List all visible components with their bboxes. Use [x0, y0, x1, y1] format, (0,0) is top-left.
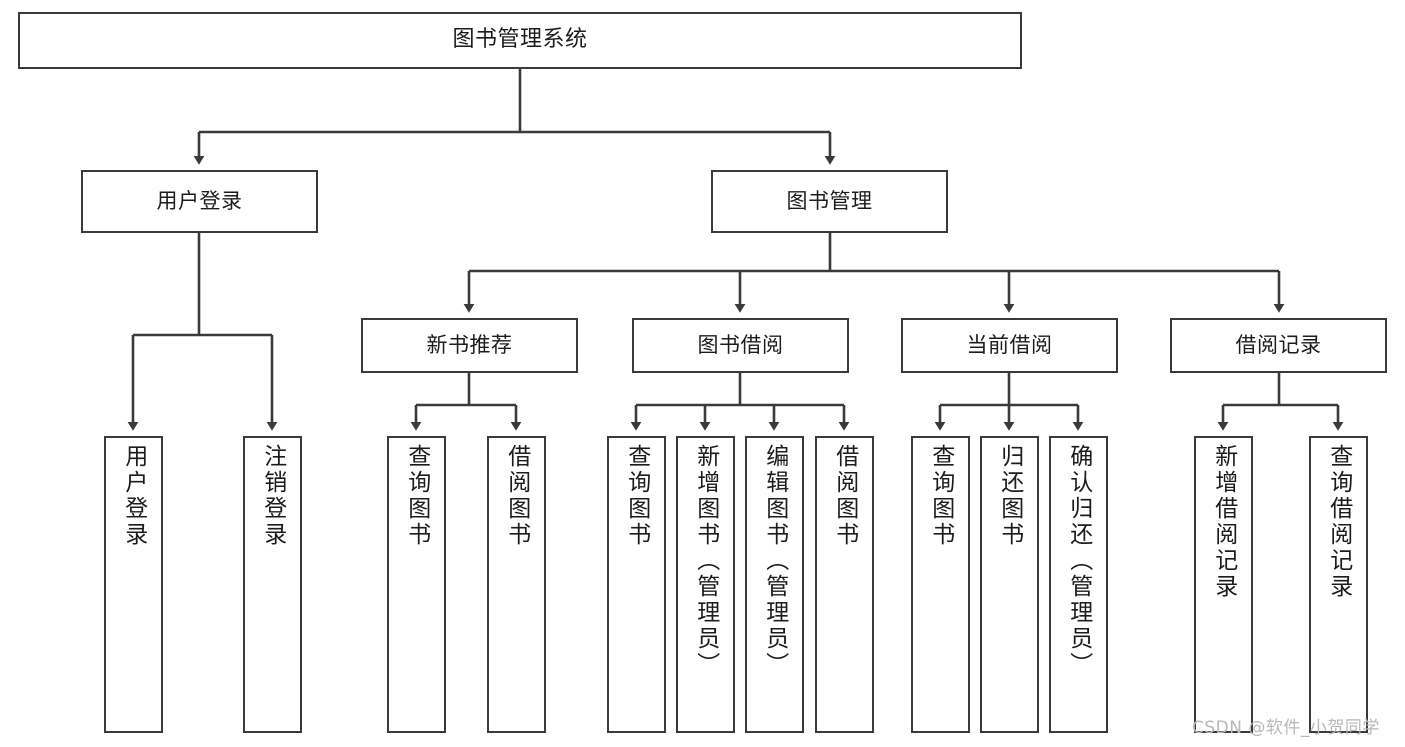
- csdn-watermark: CSDN @软件_小贺同学: [1192, 718, 1380, 738]
- leaf-query-book-recommend[interactable]: 查询图书: [387, 436, 446, 733]
- node-new-book-recommend[interactable]: 新书推荐: [361, 318, 578, 373]
- leaf-user-logout[interactable]: 注销登录: [243, 436, 302, 733]
- node-label: 新书推荐: [426, 332, 513, 357]
- leaf-return-book[interactable]: 归还图书: [980, 436, 1039, 733]
- node-label: 查询图书: [927, 444, 954, 548]
- leaf-query-borrow-record[interactable]: 查询借阅记录: [1309, 436, 1368, 733]
- leaf-user-login[interactable]: 用户登录: [104, 436, 163, 733]
- leaf-borrow-book-recommend[interactable]: 借阅图书: [487, 436, 546, 733]
- node-label: 新增图书（管理员）: [692, 444, 719, 678]
- node-label: 确认归还（管理员）: [1065, 444, 1092, 678]
- node-label: 借阅记录: [1235, 332, 1322, 357]
- node-borrow-record[interactable]: 借阅记录: [1170, 318, 1387, 373]
- node-label: 查询借阅记录: [1325, 444, 1352, 600]
- leaf-borrow-book[interactable]: 借阅图书: [815, 436, 874, 733]
- node-label: 用户登录: [120, 444, 147, 548]
- leaf-confirm-return-admin[interactable]: 确认归还（管理员）: [1049, 436, 1108, 733]
- node-label: 查询图书: [623, 444, 650, 548]
- node-root-book-management-system[interactable]: 图书管理系统: [18, 12, 1022, 69]
- node-label: 借阅图书: [503, 444, 530, 548]
- node-label: 图书管理系统: [452, 27, 588, 53]
- leaf-query-book-current[interactable]: 查询图书: [911, 436, 970, 733]
- node-label: 借阅图书: [831, 444, 858, 548]
- node-book-management[interactable]: 图书管理: [711, 170, 948, 233]
- node-book-borrow[interactable]: 图书借阅: [632, 318, 849, 373]
- node-label: 编辑图书（管理员）: [761, 444, 788, 678]
- node-label: 归还图书: [996, 444, 1023, 548]
- node-label: 新增借阅记录: [1210, 444, 1237, 600]
- node-label: 注销登录: [259, 444, 286, 548]
- node-current-borrow[interactable]: 当前借阅: [901, 318, 1118, 373]
- node-user-login[interactable]: 用户登录: [81, 170, 318, 233]
- leaf-query-book-borrow[interactable]: 查询图书: [607, 436, 666, 733]
- node-label: 图书借阅: [697, 332, 784, 357]
- leaf-add-borrow-record[interactable]: 新增借阅记录: [1194, 436, 1253, 733]
- node-label: 查询图书: [403, 444, 430, 548]
- node-label: 当前借阅: [966, 332, 1053, 357]
- leaf-edit-book-admin[interactable]: 编辑图书（管理员）: [745, 436, 804, 733]
- node-label: 用户登录: [156, 188, 243, 213]
- node-label: 图书管理: [786, 188, 873, 213]
- leaf-add-book-admin[interactable]: 新增图书（管理员）: [676, 436, 735, 733]
